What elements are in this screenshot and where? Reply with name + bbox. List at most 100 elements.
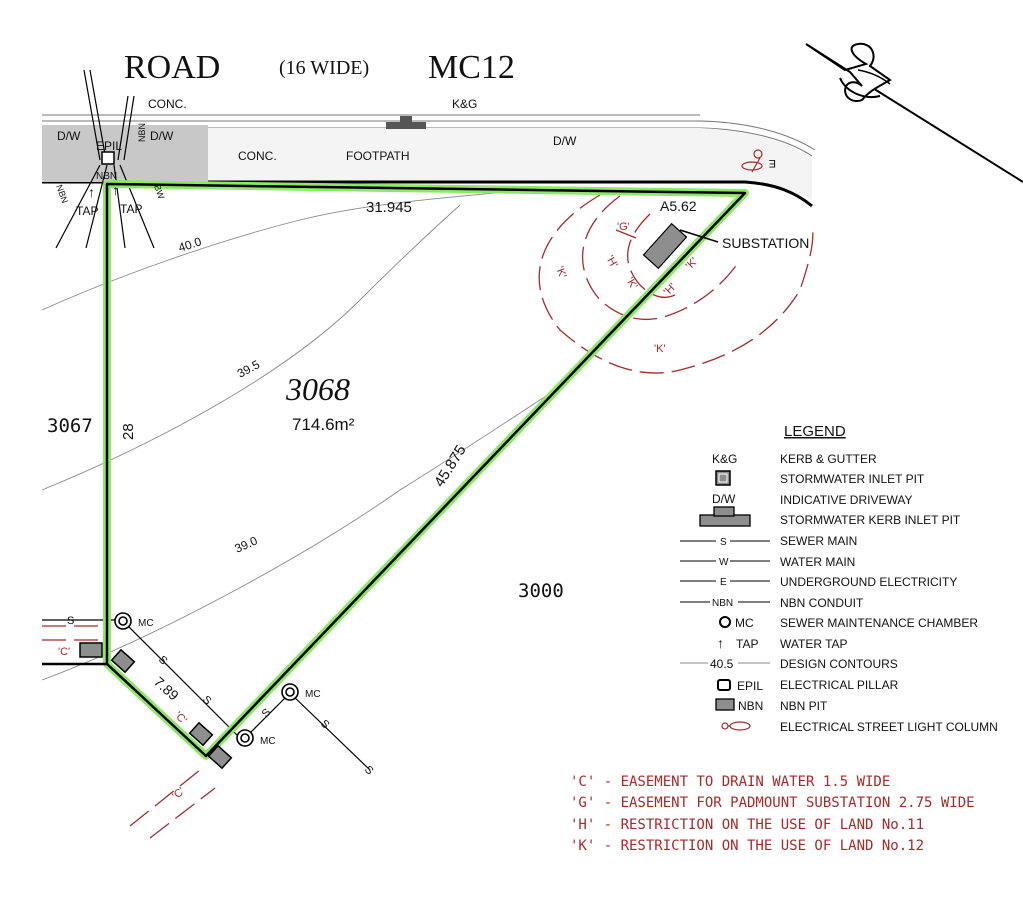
substation-label: SUBSTATION xyxy=(722,235,809,251)
legend: LEGEND K&G KERB & GUTTER STORMWATER INLE… xyxy=(680,423,998,734)
street-light-column-icon xyxy=(741,149,763,173)
nbn-pit-label: NBN xyxy=(96,171,117,182)
legend-label: NBN CONDUIT xyxy=(780,596,864,610)
dimension-corner: 7.89 xyxy=(151,673,182,703)
electrical-pillar-legend-icon xyxy=(717,679,731,691)
legend-label: STORMWATER KERB INLET PIT xyxy=(780,513,961,527)
easement-k-label: 'K' xyxy=(553,265,568,280)
legend-label: SEWER MAINTENANCE CHAMBER xyxy=(780,616,978,630)
legend-label: INDICATIVE DRIVEWAY xyxy=(780,493,912,507)
substation-icon xyxy=(642,222,688,270)
legend-label: SEWER MAIN xyxy=(780,534,857,548)
legend-symbol-epil: EPIL xyxy=(737,679,763,693)
easement-g-label: 'G' xyxy=(617,221,630,233)
road-name: ROAD xyxy=(124,49,220,86)
neighbour-lot-left: 3067 xyxy=(47,415,93,437)
driveway-label: D/W xyxy=(553,134,577,148)
substation-area-label: A5.62 xyxy=(660,198,697,214)
nbn-pit-icon xyxy=(110,648,136,674)
service-lines xyxy=(55,69,155,249)
contour-label: 40.0 xyxy=(177,234,204,255)
legend-title: LEGEND xyxy=(784,423,846,440)
driveway-label: D/W xyxy=(150,129,174,143)
driveway-label: D/W xyxy=(57,129,81,143)
legend-label: DESIGN CONTOURS xyxy=(780,657,898,671)
tap-icon: ↑ xyxy=(112,182,119,198)
easement-c-label: 'C' xyxy=(170,785,187,802)
tap-label: TAP xyxy=(120,202,142,216)
legend-symbol-kg: K&G xyxy=(712,452,737,466)
road-width: (16 WIDE) xyxy=(279,57,369,79)
legend-label: KERB & GUTTER xyxy=(780,452,877,466)
contour-label: 39.0 xyxy=(233,533,260,555)
contour-label: 39.5 xyxy=(235,357,262,380)
maintenance-chamber-legend-icon xyxy=(719,616,731,628)
maintenance-chamber-icon xyxy=(114,612,299,747)
legend-label: ELECTRICAL STREET LIGHT COLUMN xyxy=(780,720,998,734)
sewer-label: S xyxy=(200,694,214,708)
sewer-label: S xyxy=(260,706,274,720)
easement-k-label: 'K' xyxy=(623,276,639,292)
legend-label: ELECTRICAL PILLAR xyxy=(780,678,899,692)
lot-boundary xyxy=(105,182,747,758)
nbn-pit-icon xyxy=(79,642,103,658)
sewer-label: S xyxy=(67,615,74,627)
legend-symbol-w: W xyxy=(719,557,729,568)
tap-icon: ↑ xyxy=(88,184,95,200)
conc-footpath-label: CONC. xyxy=(238,149,277,163)
note-line: 'H' - RESTRICTION ON THE USE OF LAND No.… xyxy=(570,817,924,833)
kerb-inlet-pit-icon xyxy=(386,122,426,129)
sewer-label: S xyxy=(318,718,332,732)
sewer-label: S xyxy=(362,764,376,778)
legend-label: WATER TAP xyxy=(780,637,848,651)
legend-symbol-contour: 40.5 xyxy=(710,657,734,671)
legend-label: STORMWATER INLET PIT xyxy=(780,472,925,486)
electrical-pillar-icon xyxy=(101,151,115,165)
bw-side-label: BW xyxy=(152,183,167,201)
legend-symbol-s: S xyxy=(720,537,727,548)
note-line: 'G' - EASEMENT FOR PADMOUNT SUBSTATION 2… xyxy=(570,795,975,811)
easement-c-label: 'C' xyxy=(58,646,70,658)
tap-label: TAP xyxy=(76,204,98,218)
easement-notes: 'C' - EASEMENT TO DRAIN WATER 1.5 WIDE '… xyxy=(570,774,975,854)
lot-area: 714.6m² xyxy=(292,415,355,434)
legend-label: UNDERGROUND ELECTRICITY xyxy=(780,575,957,589)
road-code: MC12 xyxy=(428,49,515,86)
easement-h-label: 'H' xyxy=(603,254,619,271)
legend-symbol-mc: MC xyxy=(735,616,754,630)
nbn-conduit-label: NBN xyxy=(137,123,147,142)
legend-symbol-dw: D/W xyxy=(712,492,736,506)
easement-k-label: 'K' xyxy=(654,343,666,355)
lot-number: 3068 xyxy=(285,371,350,407)
design-contours xyxy=(41,189,571,681)
neighbour-lot-right: 3000 xyxy=(518,580,564,602)
mc-label: MC xyxy=(138,618,154,629)
legend-symbol-nbn: NBN xyxy=(712,598,733,609)
kg-label: K&G xyxy=(452,97,477,111)
legend-label: WATER MAIN xyxy=(780,555,855,569)
mc-label: MC xyxy=(305,689,321,700)
easement-h-label: 'H' xyxy=(662,281,679,298)
easement-lines xyxy=(42,194,814,839)
electricity-label: E xyxy=(769,157,776,169)
epil-label: EPIL xyxy=(96,139,122,153)
nbn-pit-icon xyxy=(207,744,233,770)
nbn-pit-icon xyxy=(188,721,214,747)
dimension-top: 31.945 xyxy=(366,199,412,216)
legend-label: NBN PIT xyxy=(780,699,828,713)
nbn-side-label: NBN xyxy=(54,183,70,204)
note-line: 'C' - EASEMENT TO DRAIN WATER 1.5 WIDE xyxy=(570,774,890,790)
kerb-inlet-pit-legend-icon xyxy=(699,514,751,527)
north-arrow-icon xyxy=(805,42,1023,183)
mc-label: MC xyxy=(260,736,276,747)
footpath-label: FOOTPATH xyxy=(346,149,410,163)
street-light-legend-icon xyxy=(721,721,751,731)
legend-symbol-nbn-pit: NBN xyxy=(738,699,763,713)
legend-symbol-e: E xyxy=(720,577,727,588)
conc-label: CONC. xyxy=(148,97,187,111)
note-line: 'K' - RESTRICTION ON THE USE OF LAND No.… xyxy=(570,838,924,854)
dimension-left: 28 xyxy=(120,423,137,440)
nbn-pit-legend-icon xyxy=(715,698,735,711)
legend-symbol-tap: TAP xyxy=(736,637,758,651)
